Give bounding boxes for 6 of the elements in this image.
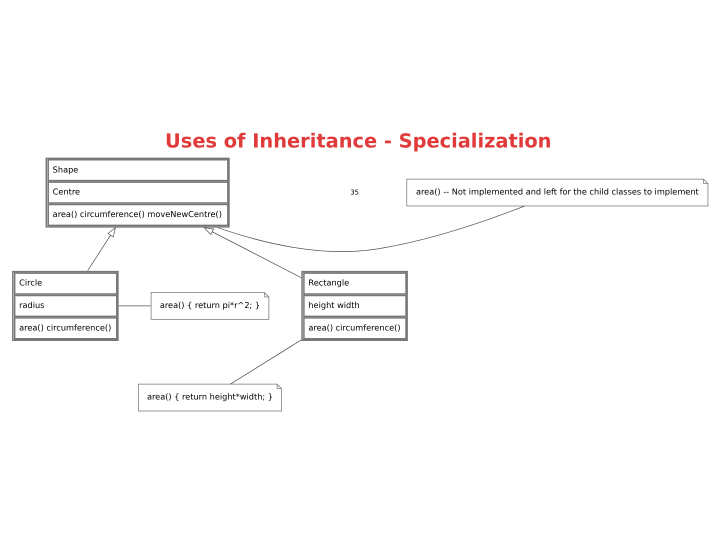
diagram-title: Uses of Inheritance - Specialization bbox=[165, 129, 552, 152]
connector bbox=[230, 339, 302, 384]
connector bbox=[118, 305, 152, 306]
connector bbox=[218, 205, 525, 252]
arrow bbox=[203, 226, 302, 278]
arrow bbox=[87, 226, 116, 271]
